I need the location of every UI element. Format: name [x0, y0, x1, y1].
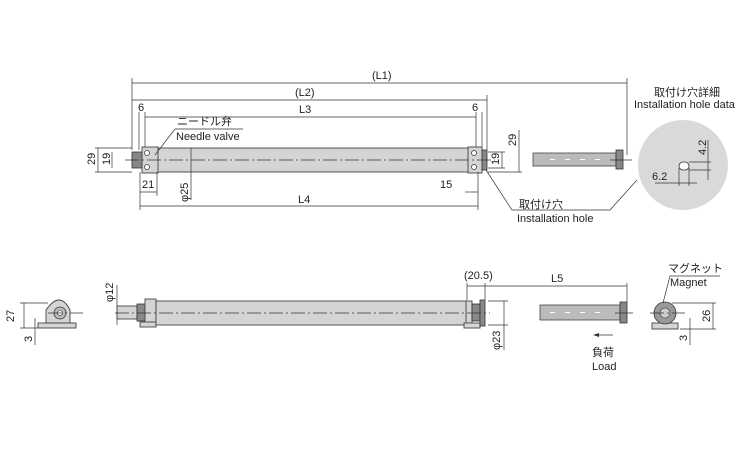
installation-hole-detail: 取付け穴詳細 Installation hole data 6.2 4.2: [634, 85, 736, 210]
top-view: (L1) (L2) L3 6 6 29 19 21 φ25 15: [86, 70, 638, 225]
label-6-2: 6.2: [652, 171, 667, 183]
label-phi25: φ25: [179, 183, 191, 202]
magnet-label-en: Magnet: [670, 277, 707, 289]
needle-valve-label-jp: ニードル弁: [177, 114, 232, 128]
label-phi23: φ23: [491, 331, 503, 350]
needle-valve-label-en: Needle valve: [176, 131, 240, 143]
hole-slot: [678, 161, 690, 171]
label-4-2: 4.2: [697, 140, 709, 155]
detail-title-en: Installation hole data: [634, 99, 736, 111]
side-view: 27 3 φ12 (20.5) L5 φ23: [5, 261, 723, 373]
side-cylinder-body: [155, 300, 468, 326]
label-15: 15: [440, 179, 452, 191]
label-27: 27: [5, 310, 17, 322]
install-hole-label-en: Installation hole: [517, 213, 593, 225]
detail-title-jp: 取付け穴詳細: [654, 85, 720, 99]
label-29-left: 29: [86, 153, 98, 165]
label-19-left: 19: [101, 153, 113, 165]
load-label-en: Load: [592, 361, 616, 373]
label-19-right: 19: [490, 153, 502, 165]
load-label-jp: 負荷: [592, 346, 614, 359]
label-3-right: 3: [678, 335, 690, 341]
label-left-6: 6: [138, 102, 144, 114]
label-L2: (L2): [295, 87, 315, 99]
label-20-5: (20.5): [464, 270, 493, 282]
label-26: 26: [701, 310, 713, 322]
label-right-6: 6: [472, 102, 478, 114]
label-L1: (L1): [372, 70, 392, 82]
piston-rod: [532, 152, 617, 167]
magnet-label-jp: マグネット: [668, 261, 723, 275]
label-29-right: 29: [507, 134, 519, 146]
label-phi12: φ12: [104, 283, 116, 302]
label-L5: L5: [551, 273, 563, 285]
install-hole-label-jp: 取付け穴: [519, 197, 563, 211]
label-3-left: 3: [23, 336, 35, 342]
label-L4: L4: [298, 194, 310, 206]
label-21: 21: [142, 179, 154, 191]
label-L3: L3: [299, 104, 311, 116]
